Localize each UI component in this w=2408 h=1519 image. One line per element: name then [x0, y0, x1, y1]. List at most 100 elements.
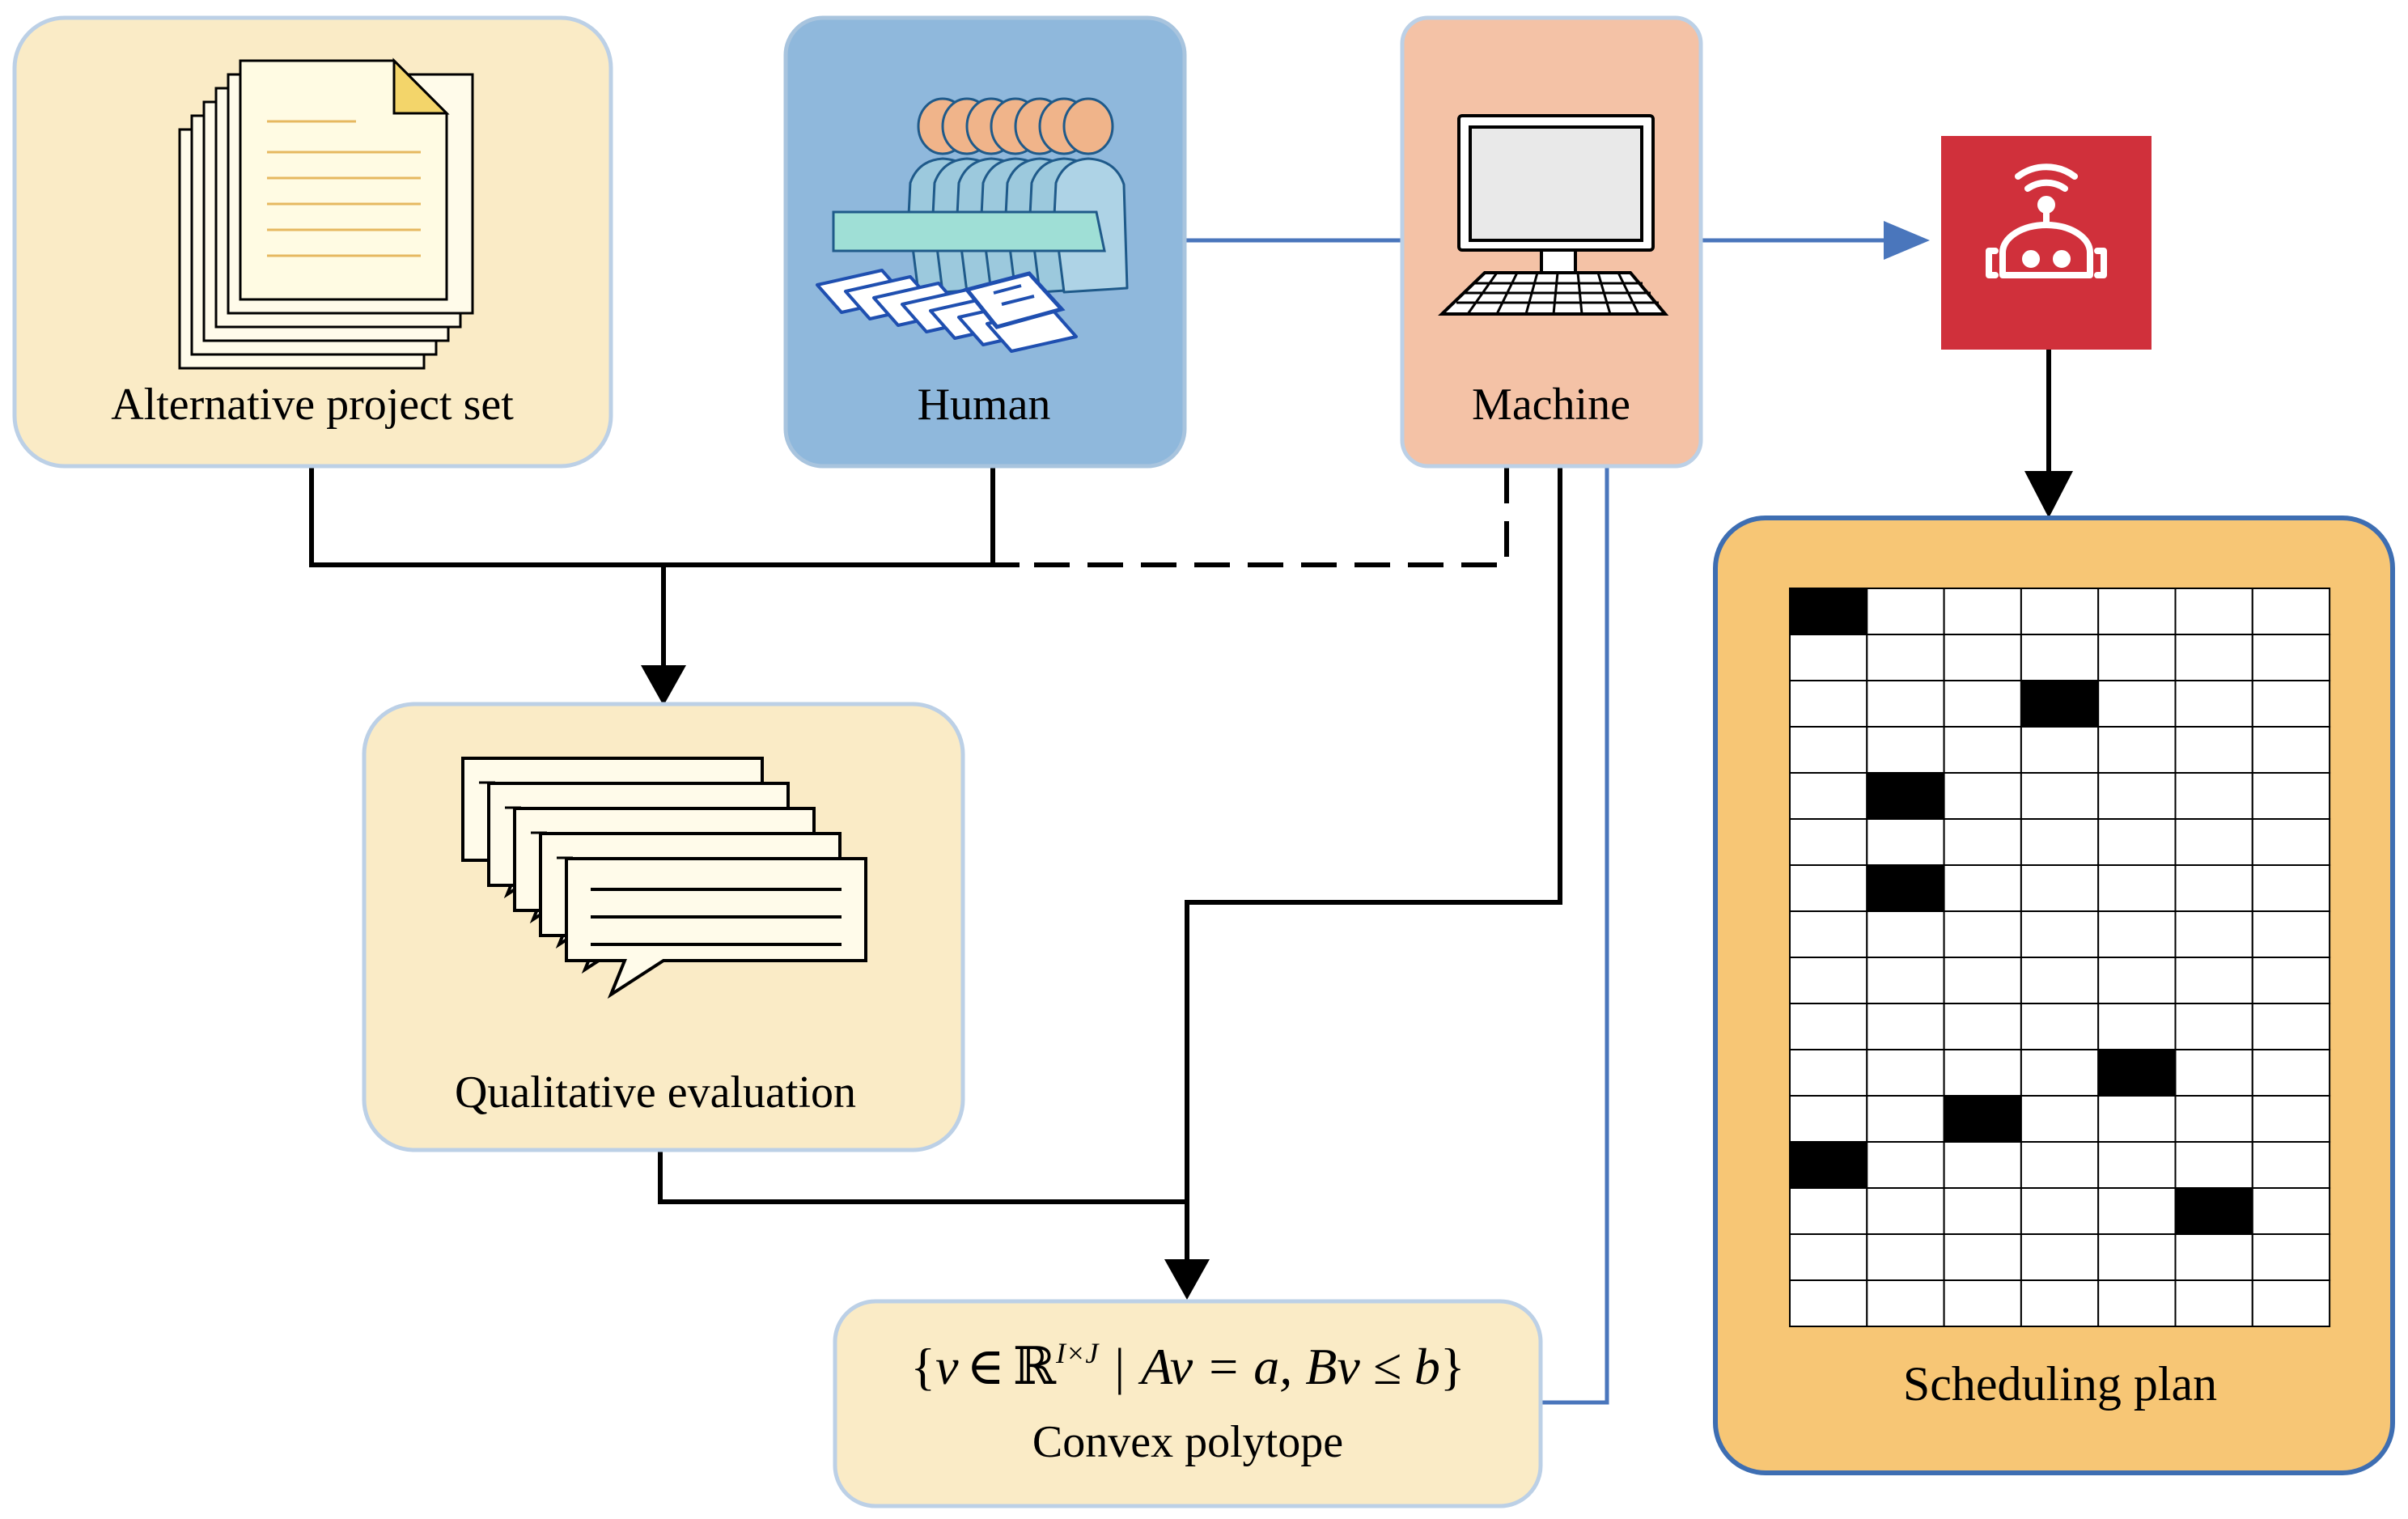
connectors: [309, 221, 2073, 1405]
schedule-cell: [2097, 588, 2177, 635]
schedule-cell: [2020, 1049, 2100, 1097]
schedule-cell: [1943, 588, 2022, 635]
schedule-cell: [2097, 634, 2177, 681]
schedule-grid: [1789, 588, 2331, 1327]
schedule-cell: [1943, 864, 2022, 912]
schedule-cell: [2251, 680, 2331, 728]
schedule-cell: [2097, 1187, 2177, 1235]
node-robot: [1941, 136, 2152, 350]
schedule-cell: [2251, 1233, 2331, 1281]
speech-bubble: [565, 857, 867, 999]
schedule-cell: [2251, 1049, 2331, 1097]
schedule-cell: [2020, 910, 2100, 958]
schedule-cell: [2174, 910, 2253, 958]
schedule-cell: [1943, 910, 2022, 958]
schedule-cell-filled: [2020, 680, 2100, 728]
schedule-cell: [2097, 726, 2177, 774]
schedule-cell: [1943, 1187, 2022, 1235]
schedule-cell: [1789, 957, 1868, 1004]
computer-icon: [1438, 114, 1669, 316]
schedule-cell: [2097, 1279, 2177, 1327]
schedule-cell: [2251, 1095, 2331, 1143]
node-schedule: Scheduling plan: [1713, 516, 2395, 1475]
schedule-cell: [1789, 1233, 1868, 1281]
schedule-cell: [2251, 1141, 2331, 1189]
schedule-cell-filled: [1866, 864, 1945, 912]
document-stack-icon: [178, 57, 474, 370]
schedule-cell-filled: [1943, 1095, 2022, 1143]
schedule-cell: [1943, 634, 2022, 681]
schedule-cell: [2251, 818, 2331, 866]
schedule-cell: [1789, 772, 1868, 820]
schedule-cell: [1866, 1141, 1945, 1189]
schedule-cell: [1866, 818, 1945, 866]
schedule-cell: [2174, 1233, 2253, 1281]
schedule-cell: [2174, 680, 2253, 728]
node-evaluation: Qualitative evaluation: [362, 702, 965, 1152]
schedule-cell: [2174, 1049, 2253, 1097]
schedule-cell: [2174, 634, 2253, 681]
node-projects: Alternative project set: [12, 15, 613, 469]
schedule-cell: [2097, 1095, 2177, 1143]
robot-box: [1941, 136, 2152, 350]
schedule-cell: [1866, 910, 1945, 958]
schedule-cell: [1866, 957, 1945, 1004]
connector-machine-dashed: [1020, 468, 1509, 567]
schedule-cell: [2174, 1141, 2253, 1189]
formula-v: v: [935, 1338, 959, 1395]
schedule-cell: [1789, 634, 1868, 681]
schedule-cell: [1789, 1095, 1868, 1143]
schedule-cell: [2174, 1003, 2253, 1050]
schedule-cell: [1789, 818, 1868, 866]
schedule-cell: [2097, 864, 2177, 912]
formula-bar: |: [1114, 1338, 1125, 1395]
arrowhead-schedule: [2024, 471, 2073, 518]
schedule-cell-filled: [2174, 1187, 2253, 1235]
schedule-cell: [2251, 1187, 2331, 1235]
schedule-cell: [2097, 1141, 2177, 1189]
schedule-cell-filled: [1789, 1141, 1868, 1189]
formula-r: ℝ: [1013, 1338, 1057, 1395]
schedule-cell: [1943, 818, 2022, 866]
schedule-label: Scheduling plan: [1903, 1357, 2217, 1411]
schedule-cell: [1866, 588, 1945, 635]
node-human: Human: [783, 15, 1187, 469]
schedule-cell: [2174, 726, 2253, 774]
projects-label: Alternative project set: [111, 380, 514, 430]
schedule-cell: [1866, 1233, 1945, 1281]
speech-bubbles-icon: [461, 757, 867, 999]
schedule-cell: [1789, 864, 1868, 912]
schedule-cell: [2251, 772, 2331, 820]
schedule-cell: [2251, 910, 2331, 958]
schedule-cell: [2020, 1187, 2100, 1235]
schedule-cell: [2174, 864, 2253, 912]
schedule-cell: [1866, 1003, 1945, 1050]
schedule-cell: [1866, 634, 1945, 681]
connector-machine-polytope: [1185, 468, 1562, 1262]
schedule-cell: [1866, 680, 1945, 728]
schedule-cell: [2251, 864, 2331, 912]
schedule-cell-filled: [1866, 772, 1945, 820]
schedule-cell: [1789, 1187, 1868, 1235]
formula-in: ∈: [966, 1338, 1004, 1395]
schedule-cell: [2174, 772, 2253, 820]
arrowhead-evaluation: [641, 665, 686, 706]
schedule-cell: [1789, 1003, 1868, 1050]
schedule-cell: [2020, 1141, 2100, 1189]
schedule-cell: [2020, 1003, 2100, 1050]
schedule-cell: [1789, 680, 1868, 728]
schedule-cell: [1789, 1279, 1868, 1327]
schedule-cell: [1789, 1049, 1868, 1097]
schedule-cell-filled: [2097, 1049, 2177, 1097]
schedule-cell: [1943, 1279, 2022, 1327]
schedule-cell: [1866, 1279, 1945, 1327]
formula-close: }: [1440, 1338, 1465, 1395]
schedule-cell: [1943, 680, 2022, 728]
schedule-cell: [2020, 772, 2100, 820]
schedule-cell: [2020, 634, 2100, 681]
schedule-cell: [1943, 1233, 2022, 1281]
formula-constraints: Av = a, Bv ≤ b: [1138, 1338, 1440, 1395]
schedule-cell: [2097, 680, 2177, 728]
human-label: Human: [918, 380, 1051, 430]
